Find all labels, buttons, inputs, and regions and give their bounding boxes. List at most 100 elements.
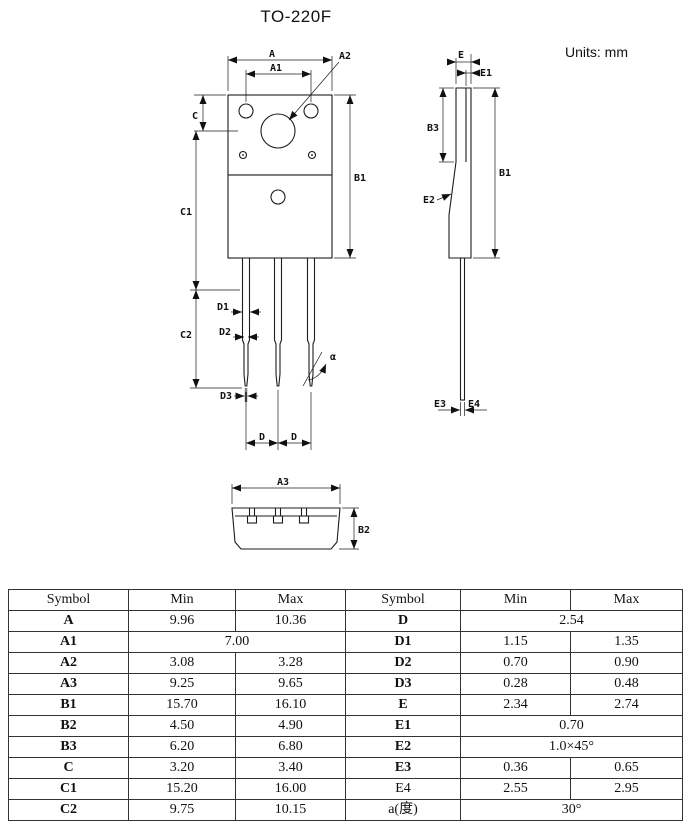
- table-row: C 3.20 3.40 E3 0.36 0.65: [8, 757, 683, 779]
- dimension-table: Symbol Min Max Symbol Min Max A 9.96 10.…: [8, 589, 683, 821]
- symbol-cell: A2: [8, 652, 129, 674]
- table-row: B1 15.70 16.10 E 2.34 2.74: [8, 694, 683, 716]
- symbol-cell: A1: [8, 631, 129, 653]
- span-cell: 1.0×45°: [460, 736, 683, 758]
- dim-label-c2: C2: [180, 330, 192, 341]
- dim-label-b1-side: B1: [499, 168, 511, 179]
- lead-left: [241, 257, 251, 387]
- side-view: E E1 B3 B1 E2 E3 E4: [423, 50, 511, 416]
- dim-label-a: A: [269, 49, 275, 60]
- dim-label-c1: C1: [180, 207, 192, 218]
- lead-right: [306, 257, 316, 387]
- symbol-cell: E: [345, 694, 461, 716]
- dim-label-d1: D1: [217, 302, 229, 313]
- ejector-mark-left: [238, 150, 248, 160]
- table-row: B2 4.50 4.90 E1 0.70: [8, 715, 683, 737]
- max-cell: 4.90: [235, 715, 346, 737]
- span-cell: 0.70: [460, 715, 683, 737]
- col-header-min-right: Min: [460, 589, 571, 611]
- table-row: A1 7.00 D1 1.15 1.35: [8, 631, 683, 653]
- max-cell: 1.35: [570, 631, 683, 653]
- bottom-lead-middle: [272, 515, 284, 524]
- min-cell: 15.70: [128, 694, 236, 716]
- min-cell: 0.36: [460, 757, 571, 779]
- right-hole: [303, 103, 319, 119]
- min-cell: 9.75: [128, 799, 236, 821]
- body-mark: [270, 189, 286, 205]
- units-label: Units: mm: [565, 44, 628, 60]
- max-cell: 3.40: [235, 757, 346, 779]
- front-view: A A1 A2 C C1 C2 B1: [180, 49, 366, 450]
- col-header-symbol-left: Symbol: [8, 589, 129, 611]
- dim-label-d2: D2: [219, 327, 231, 338]
- dim-label-e: E: [458, 50, 464, 61]
- col-header-symbol-right: Symbol: [345, 589, 461, 611]
- table-row: C1 15.20 16.00 E4 2.55 2.95: [8, 778, 683, 800]
- dim-label-b2: B2: [358, 525, 370, 536]
- max-cell: 10.36: [235, 610, 346, 632]
- max-cell: 16.00: [235, 778, 346, 800]
- min-cell: 0.28: [460, 673, 571, 695]
- span-cell: 2.54: [460, 610, 683, 632]
- symbol-cell: D1: [345, 631, 461, 653]
- table-header-row: Symbol Min Max Symbol Min Max: [8, 589, 683, 611]
- dim-label-a2: A2: [339, 51, 351, 62]
- dim-label-e3: E3: [434, 399, 446, 410]
- dim-label-c: C: [192, 111, 198, 122]
- table-row: A2 3.08 3.28 D2 0.70 0.90: [8, 652, 683, 674]
- side-lead: [459, 257, 466, 401]
- col-header-max-right: Max: [570, 589, 683, 611]
- symbol-cell: B1: [8, 694, 129, 716]
- dim-label-b1-front: B1: [354, 173, 366, 184]
- max-cell: 3.28: [235, 652, 346, 674]
- left-hole: [238, 103, 254, 119]
- min-cell: 4.50: [128, 715, 236, 737]
- max-cell: 6.80: [235, 736, 346, 758]
- symbol-cell: C1: [8, 778, 129, 800]
- min-cell: 6.20: [128, 736, 236, 758]
- dim-label-d3: D3: [220, 391, 232, 402]
- symbol-cell: E1: [345, 715, 461, 737]
- front-tab-outline: [227, 94, 333, 176]
- symbol-cell: B2: [8, 715, 129, 737]
- table-row: A 9.96 10.36 D 2.54: [8, 610, 683, 632]
- dim-label-e4: E4: [468, 399, 480, 410]
- dim-label-e2: E2: [423, 195, 435, 206]
- symbol-cell: E2: [345, 736, 461, 758]
- package-outline-drawing: A A1 A2 C C1 C2 B1: [180, 49, 511, 550]
- symbol-cell: E4: [345, 778, 461, 800]
- symbol-cell: B3: [8, 736, 129, 758]
- symbol-cell: C2: [8, 799, 129, 821]
- table-row: A3 9.25 9.65 D3 0.28 0.48: [8, 673, 683, 695]
- front-body-outline: [227, 174, 333, 259]
- symbol-cell: a(度): [345, 799, 461, 821]
- dim-label-a3: A3: [277, 477, 289, 488]
- min-cell: 2.55: [460, 778, 571, 800]
- ejector-mark-right: [307, 150, 317, 160]
- mounting-hole: [260, 113, 296, 149]
- min-cell: 0.70: [460, 652, 571, 674]
- side-body-outline: [448, 87, 472, 259]
- angle-ref-line: [302, 351, 323, 387]
- max-cell: 0.48: [570, 673, 683, 695]
- bottom-outline: [231, 507, 341, 550]
- col-header-min-left: Min: [128, 589, 236, 611]
- symbol-cell: A3: [8, 673, 129, 695]
- symbol-cell: D3: [345, 673, 461, 695]
- dim-label-b3: B3: [427, 123, 439, 134]
- symbol-cell: C: [8, 757, 129, 779]
- min-cell: 9.96: [128, 610, 236, 632]
- max-cell: 9.65: [235, 673, 346, 695]
- max-cell: 0.90: [570, 652, 683, 674]
- min-cell: 3.08: [128, 652, 236, 674]
- max-cell: 2.95: [570, 778, 683, 800]
- min-cell: 15.20: [128, 778, 236, 800]
- dim-label-a1: A1: [270, 63, 282, 74]
- leader-line-e2: [436, 193, 452, 201]
- symbol-cell: D: [345, 610, 461, 632]
- col-header-max-left: Max: [235, 589, 346, 611]
- lead-middle: [273, 257, 283, 387]
- dim-label-alpha: α: [330, 352, 336, 363]
- angle-arc: [307, 363, 327, 381]
